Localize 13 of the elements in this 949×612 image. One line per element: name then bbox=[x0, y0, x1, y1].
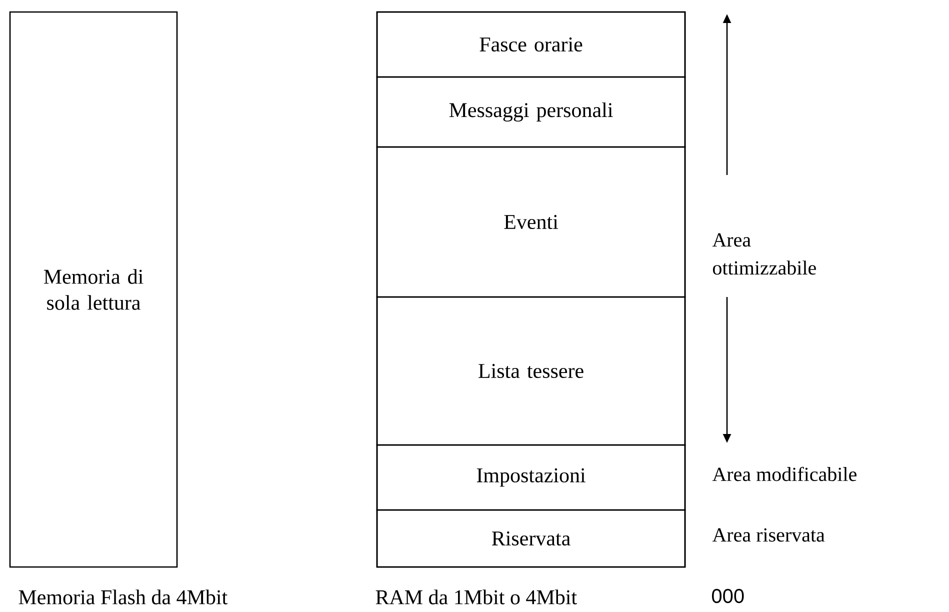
memory-box: Memoria di sola lettura bbox=[9, 11, 178, 568]
memory-segment: Messaggi personali bbox=[376, 76, 686, 148]
area-label: Area riservata bbox=[712, 528, 825, 542]
area-label: 000 bbox=[712, 588, 744, 604]
area-label: Area modificabile bbox=[712, 466, 856, 482]
memory-segment: Riservata bbox=[376, 509, 686, 568]
memory-segment: Eventi bbox=[376, 146, 686, 298]
node-label: Memoria Flash da 4Mbit bbox=[18, 590, 228, 604]
node-label: RAM da 1Mbit o 4Mbit bbox=[376, 590, 577, 604]
memory-segment: Fasce orarie bbox=[376, 11, 686, 78]
memory-segment: Impostazioni bbox=[376, 444, 686, 511]
area-label: Area ottimizzabile bbox=[712, 233, 816, 275]
memory-segment: Lista tessere bbox=[376, 296, 686, 446]
